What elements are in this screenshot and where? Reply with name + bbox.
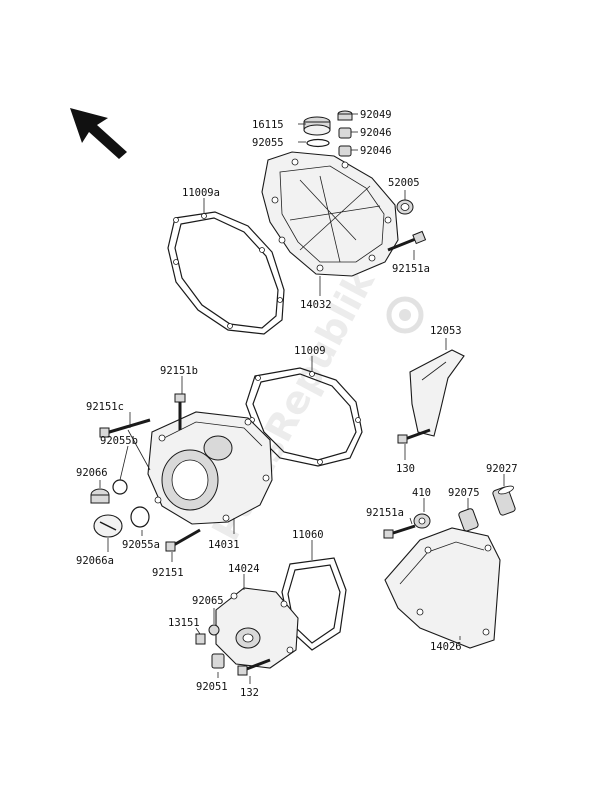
label-92027: 92027 xyxy=(486,463,518,475)
label-92066a: 92066a xyxy=(76,555,114,567)
label-92151b: 92151b xyxy=(160,365,198,377)
label-92051: 92051 xyxy=(196,681,228,693)
collar-92027 xyxy=(492,485,516,516)
leader-lines xyxy=(99,113,505,684)
plug-92066 xyxy=(90,488,110,504)
label-132: 132 xyxy=(240,687,259,699)
label-14026: 14026 xyxy=(430,641,462,653)
label-13151: 13151 xyxy=(168,617,200,629)
label-16115: 16115 xyxy=(252,119,284,131)
cap-92049 xyxy=(337,110,353,121)
guard-12053 xyxy=(409,349,465,437)
bolt-92151 xyxy=(165,528,201,552)
label-52005: 52005 xyxy=(388,177,420,189)
clutch-cover-14032 xyxy=(261,151,399,277)
label-410: 410 xyxy=(412,487,431,499)
o-ring-92055a xyxy=(130,506,150,528)
bolt-92151c xyxy=(99,418,151,438)
o-ring-92055 xyxy=(306,138,330,148)
label-130: 130 xyxy=(396,463,415,475)
bolt-130 xyxy=(397,428,431,444)
label-92055b: 92055b xyxy=(100,435,138,447)
label-14032: 14032 xyxy=(300,299,332,311)
spacer-92075 xyxy=(458,508,479,532)
seal-52005 xyxy=(396,199,414,215)
bolt-132 xyxy=(237,658,271,676)
label-92055a: 92055a xyxy=(122,539,160,551)
label-11009a: 11009a xyxy=(182,187,220,199)
gasket-11009a xyxy=(167,211,285,335)
label-92151: 92151 xyxy=(152,567,184,579)
label-92055: 92055 xyxy=(252,137,284,149)
part-labels: 16115 92055 92049 92046 92046 52005 1100… xyxy=(76,109,518,699)
crankcase-cover-14031 xyxy=(147,411,273,525)
label-92151a-top: 92151a xyxy=(392,263,430,275)
bolt-92151a-mid xyxy=(383,524,416,539)
label-14031: 14031 xyxy=(208,539,240,551)
washer-92065 xyxy=(208,624,220,636)
bolt-13151 xyxy=(195,633,206,645)
plug-92051 xyxy=(211,653,225,669)
label-92075: 92075 xyxy=(448,487,480,499)
label-11060: 11060 xyxy=(292,529,324,541)
bushing-92046-b xyxy=(338,145,352,157)
label-92046-a: 92046 xyxy=(360,127,392,139)
label-14024: 14024 xyxy=(228,563,260,575)
washer-410 xyxy=(413,513,431,529)
label-92151a-mid: 92151a xyxy=(366,507,404,519)
sprocket-cover-14026 xyxy=(384,527,501,649)
plug-92066a xyxy=(93,514,123,538)
pump-cover-14024 xyxy=(215,587,299,669)
oil-filler-cap-16115 xyxy=(303,116,331,136)
arrow-up-left-icon xyxy=(70,108,127,159)
label-92065: 92065 xyxy=(192,595,224,607)
bolt-92151b xyxy=(174,393,186,430)
bolt-92151a-top xyxy=(387,230,427,252)
label-12053: 12053 xyxy=(430,325,462,337)
gear-logo-icon xyxy=(386,296,424,334)
bushing-92046-a xyxy=(338,127,352,139)
label-92151c: 92151c xyxy=(86,401,124,413)
label-11009: 11009 xyxy=(294,345,326,357)
label-92066: 92066 xyxy=(76,467,108,479)
label-92049: 92049 xyxy=(360,109,392,121)
o-ring-92055b xyxy=(112,479,128,495)
gasket-11060 xyxy=(281,557,347,651)
label-92046-b: 92046 xyxy=(360,145,392,157)
